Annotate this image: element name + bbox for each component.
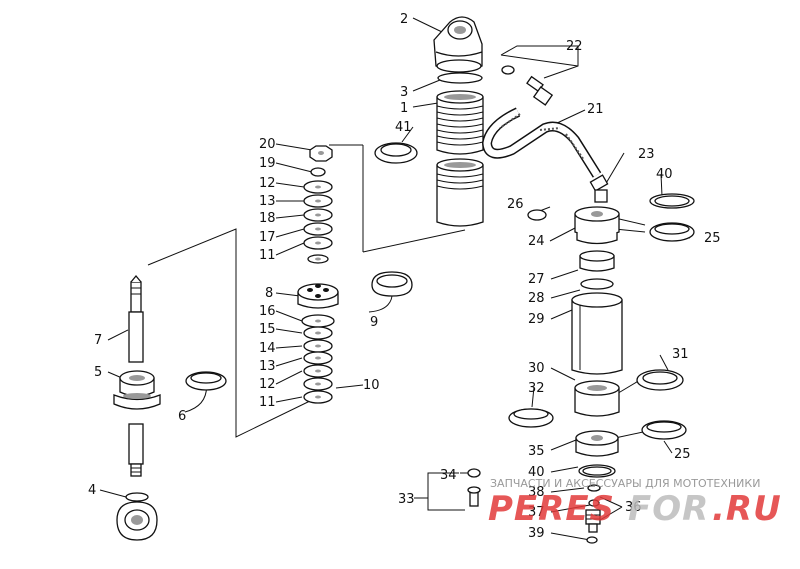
part-piston-27 [579, 250, 615, 272]
part-fitting-22 [526, 75, 554, 106]
part-cylinder-1 [436, 90, 484, 155]
label-12a: 12 [259, 176, 276, 191]
part-hose-21 [481, 107, 602, 178]
callout-labels: 2 3 1 41 22 21 23 40 26 24 25 27 28 29 3… [88, 12, 721, 541]
label-18: 18 [259, 211, 276, 226]
watermark-caption: ЗАПЧАСТИ И АКСЕССУАРЫ ДЛЯ МОТОТЕХНИКИ [490, 477, 760, 490]
label-25a: 25 [704, 231, 721, 246]
leader-lines [99, 17, 691, 541]
label-22: 22 [566, 39, 583, 54]
part-eyelet-bottom [116, 501, 158, 541]
label-15: 15 [259, 322, 276, 337]
part-reservoir-29 [571, 292, 623, 375]
label-35: 35 [528, 444, 545, 459]
part-washer-4 [125, 492, 149, 502]
part-ring-3 [437, 72, 483, 84]
label-28: 28 [528, 291, 545, 306]
part-ring-41 [374, 142, 418, 164]
part-fitting-23 [589, 174, 609, 203]
label-30: 30 [528, 361, 545, 376]
part-ring-9 [371, 271, 413, 297]
part-ring-6 [185, 371, 227, 391]
label-2: 2 [400, 12, 408, 27]
label-21: 21 [587, 102, 604, 117]
part-ring-32 [508, 408, 554, 428]
label-17: 17 [259, 230, 276, 245]
label-40a: 40 [656, 167, 673, 182]
part-screw-33 [467, 468, 481, 507]
label-33: 33 [398, 492, 415, 507]
part-reservoir-cap-24 [574, 206, 620, 245]
label-34: 34 [440, 468, 457, 483]
part-eyelet-cap [433, 16, 483, 73]
label-26: 26 [507, 197, 524, 212]
label-5: 5 [94, 365, 102, 380]
part-end-cap-30 [574, 380, 620, 417]
label-1: 1 [400, 101, 408, 116]
label-11b: 11 [259, 395, 276, 410]
part-cylinder-lower [436, 158, 484, 227]
label-10: 10 [363, 378, 380, 393]
part-oring-22 [501, 65, 515, 75]
part-oring-28 [580, 278, 614, 290]
label-37: 37 [528, 505, 545, 520]
label-8: 8 [265, 286, 273, 301]
label-9: 9 [370, 315, 378, 330]
label-7: 7 [94, 333, 102, 348]
part-ring-40a [649, 193, 695, 209]
part-ring-25b [641, 420, 687, 440]
label-40b: 40 [528, 465, 545, 480]
part-shim-stack-lower [301, 314, 335, 404]
label-11a: 11 [259, 248, 276, 263]
label-29: 29 [528, 312, 545, 327]
part-bearing-5 [113, 370, 161, 410]
label-13a: 13 [259, 194, 276, 209]
part-ring-25a [649, 222, 695, 242]
label-38: 38 [528, 485, 545, 500]
part-piston-8 [297, 283, 339, 309]
watermark-brand-part3: .RU [712, 489, 782, 529]
label-16: 16 [259, 304, 276, 319]
label-12b: 12 [259, 377, 276, 392]
label-24: 24 [528, 234, 545, 249]
label-39: 39 [528, 526, 545, 541]
label-36: 36 [625, 500, 642, 515]
label-27: 27 [528, 272, 545, 287]
label-13b: 13 [259, 359, 276, 374]
label-32: 32 [528, 381, 545, 396]
part-rod-lower [128, 423, 144, 477]
part-oring-26 [527, 209, 547, 221]
part-cap-35 [575, 430, 619, 457]
part-ring-31 [636, 369, 684, 391]
label-25b: 25 [674, 447, 691, 462]
label-6: 6 [178, 409, 186, 424]
watermark: ЗАПЧАСТИ И АКСЕССУАРЫ ДЛЯ МОТОТЕХНИКИ PE… [488, 477, 782, 529]
label-14: 14 [259, 341, 276, 356]
part-shim-stack-upper [303, 145, 333, 264]
label-41: 41 [395, 120, 412, 135]
part-valve-36 [585, 484, 601, 544]
watermark-brand-part2: FOR [628, 489, 709, 529]
label-20: 20 [259, 137, 276, 152]
watermark-brand-part1: PERES [488, 489, 615, 529]
part-ring-40b [578, 464, 616, 478]
label-19: 19 [259, 156, 276, 171]
label-3: 3 [400, 85, 408, 100]
label-31: 31 [672, 347, 689, 362]
label-23: 23 [638, 147, 655, 162]
label-4: 4 [88, 483, 96, 498]
part-shaft-7 [128, 274, 144, 363]
